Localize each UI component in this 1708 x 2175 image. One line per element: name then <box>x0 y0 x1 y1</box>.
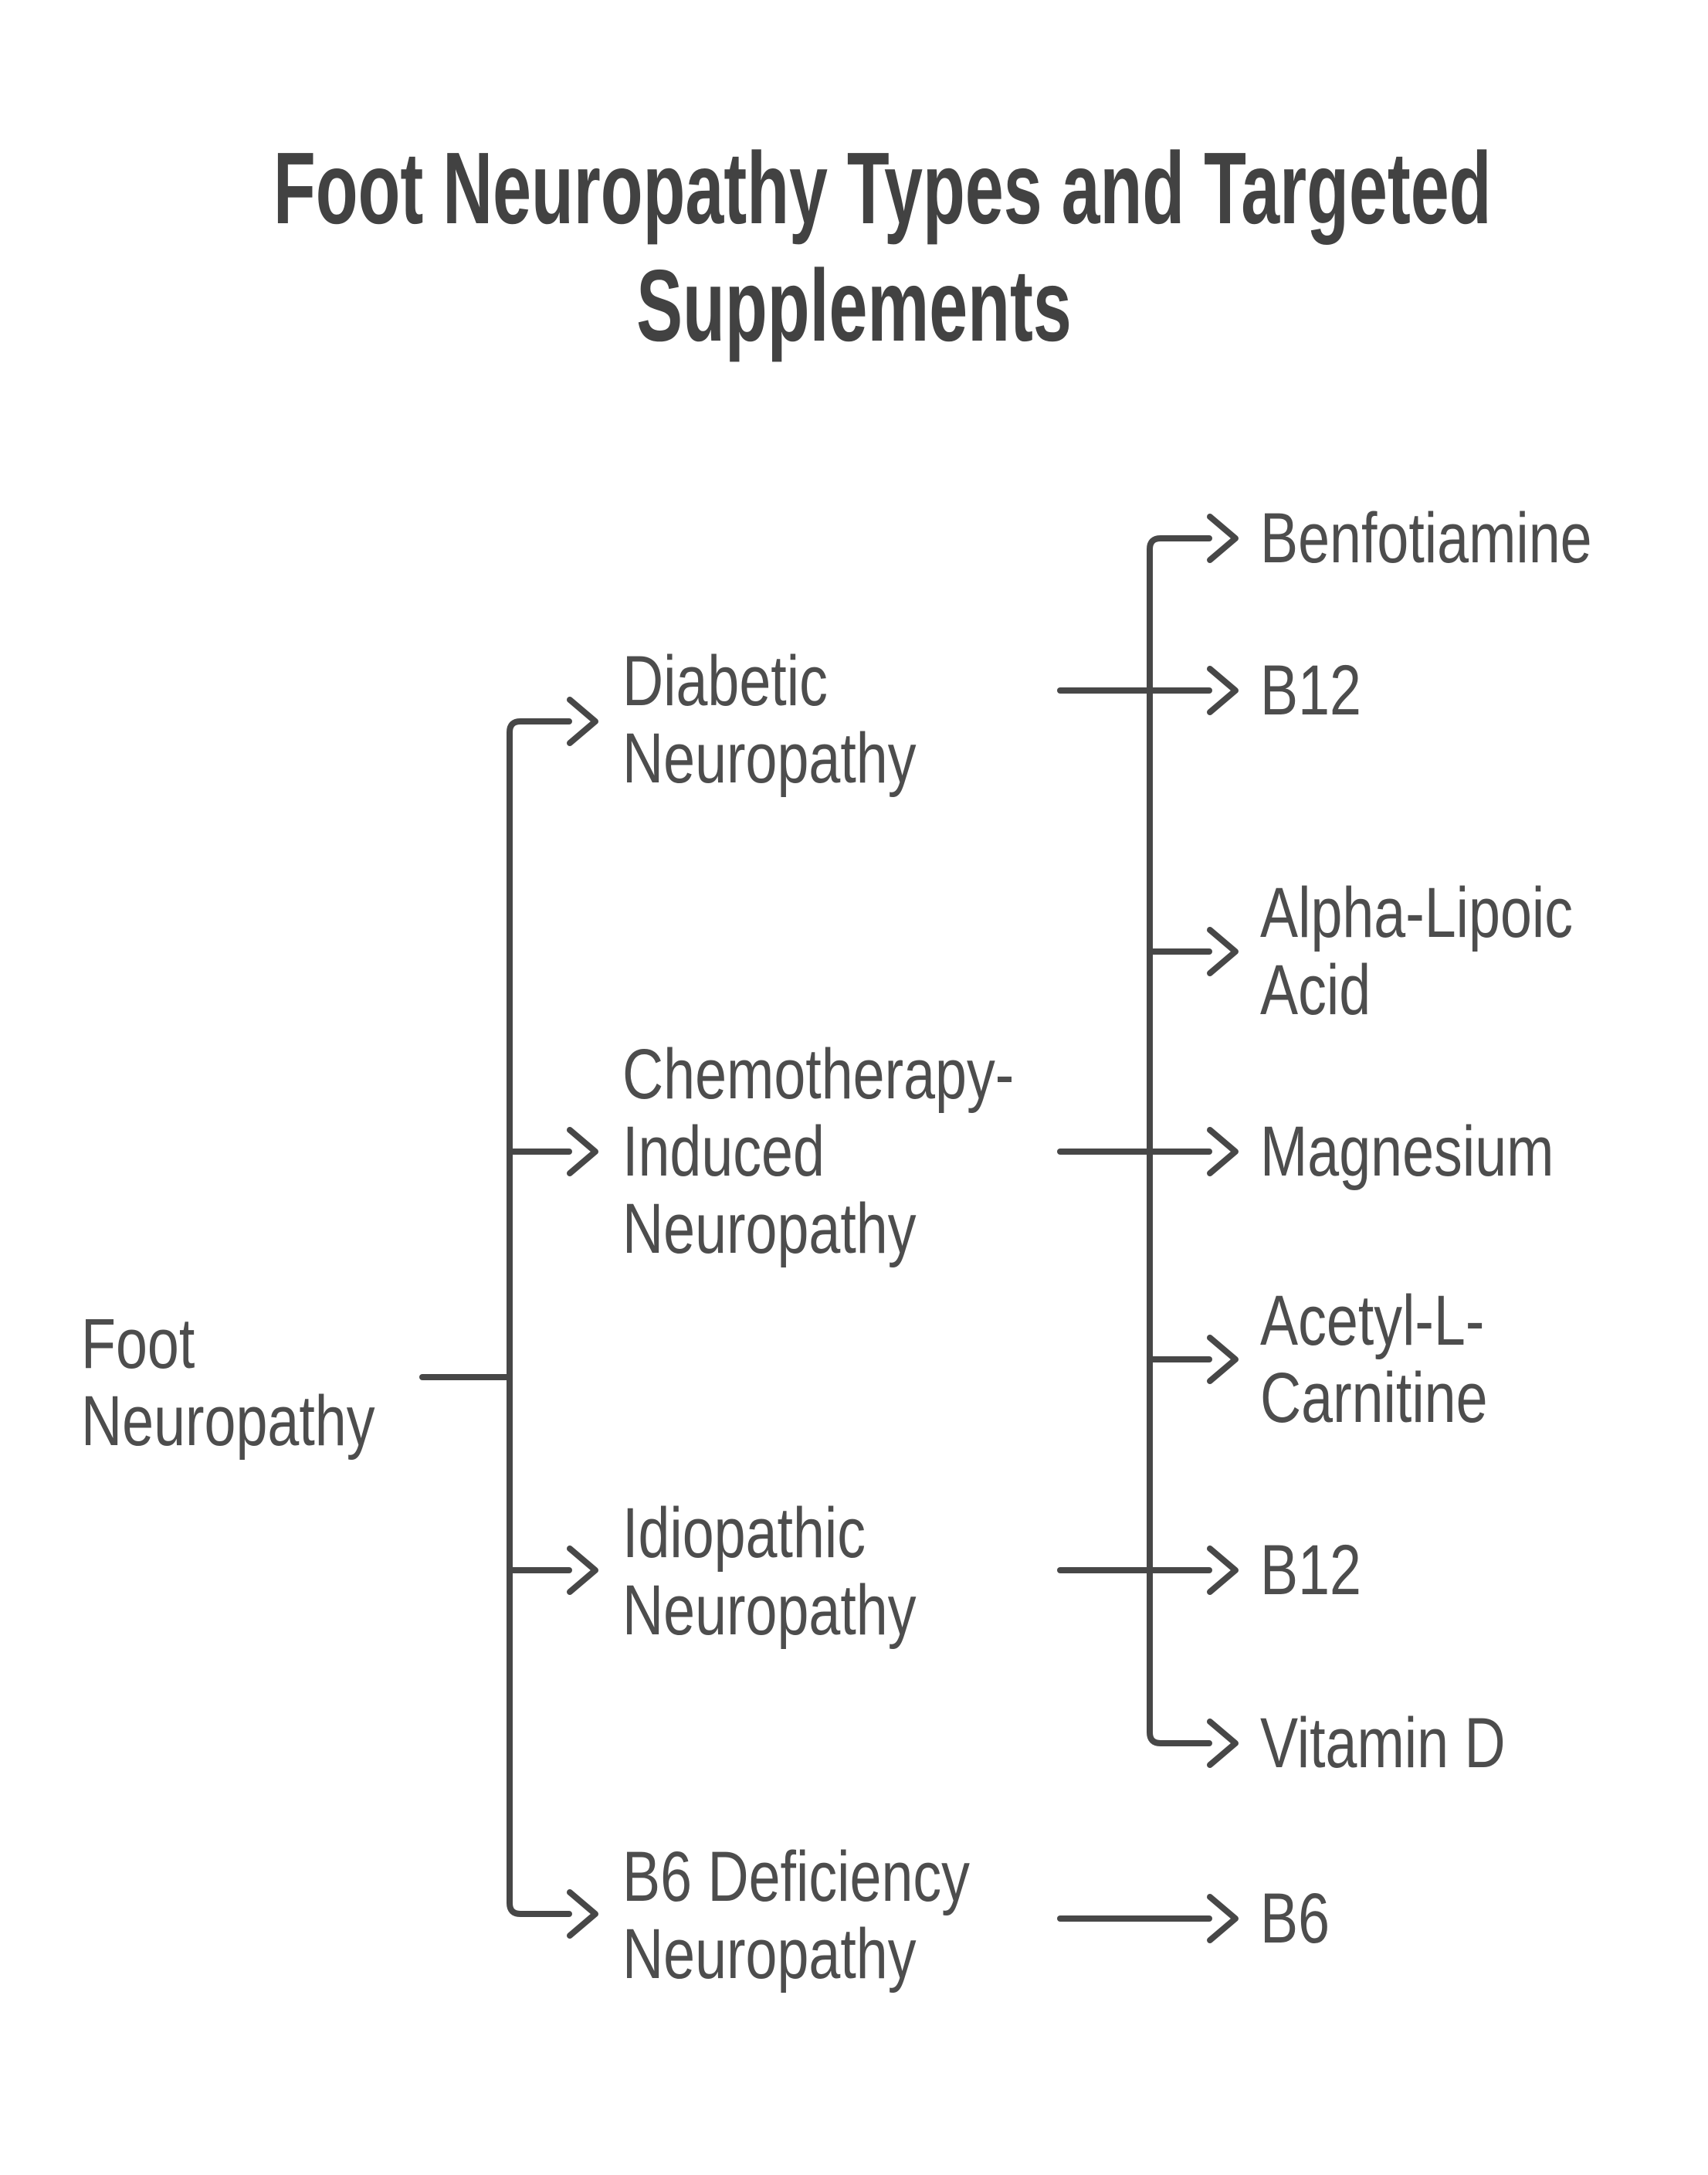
arrowhead-b12-idiopathic <box>1207 1546 1239 1595</box>
node-b6: B6 <box>1260 1879 1330 1958</box>
node-benfotiamine: Benfotiamine <box>1260 499 1592 578</box>
node-b6-deficiency-neuropathy: B6 Deficiency Neuropathy <box>622 1837 970 1993</box>
node-idiopathic-neuropathy: Idiopathic Neuropathy <box>622 1494 917 1650</box>
node-acetyl-l-carnitine: Acetyl-L- Carnitine <box>1260 1281 1488 1437</box>
node-foot-neuropathy: Foot Neuropathy <box>81 1305 375 1461</box>
node-diabetic-neuropathy: Diabetic Neuropathy <box>622 642 917 798</box>
arrowhead-chemo <box>567 1127 598 1176</box>
arrowhead-benfotiamine <box>1207 514 1239 563</box>
arrowhead-vitamin-d <box>1207 1719 1239 1768</box>
node-b12-idiopathic: B12 <box>1260 1531 1361 1610</box>
connector-left-trunk <box>507 718 572 1917</box>
node-b12-diabetic: B12 <box>1260 651 1361 730</box>
node-chemotherapy-induced-neuropathy: Chemotherapy- Induced Neuropathy <box>622 1035 1015 1268</box>
arrowhead-diabetic <box>567 697 598 746</box>
arrowhead-alpha-lipoic <box>1207 927 1239 976</box>
node-magnesium: Magnesium <box>1260 1112 1554 1191</box>
arrowhead-b12-diabetic <box>1207 666 1239 715</box>
arrowhead-idiopathic <box>567 1546 598 1595</box>
diagram-title-line-1: Foot Neuropathy Types and Targeted <box>273 131 1492 245</box>
connector-right-bus <box>1147 535 1212 1746</box>
node-alpha-lipoic-acid: Alpha-Lipoic Acid <box>1260 874 1574 1030</box>
arrowhead-magnesium <box>1207 1127 1239 1176</box>
arrowhead-acetyl <box>1207 1335 1239 1384</box>
arrowhead-b6-deficiency <box>567 1889 598 1939</box>
arrowhead-b6 <box>1207 1894 1239 1943</box>
diagram-title-line-2: Supplements <box>636 249 1072 362</box>
node-vitamin-d: Vitamin D <box>1260 1704 1506 1783</box>
diagram-title: Foot Neuropathy Types and Targeted Suppl… <box>273 130 1492 365</box>
